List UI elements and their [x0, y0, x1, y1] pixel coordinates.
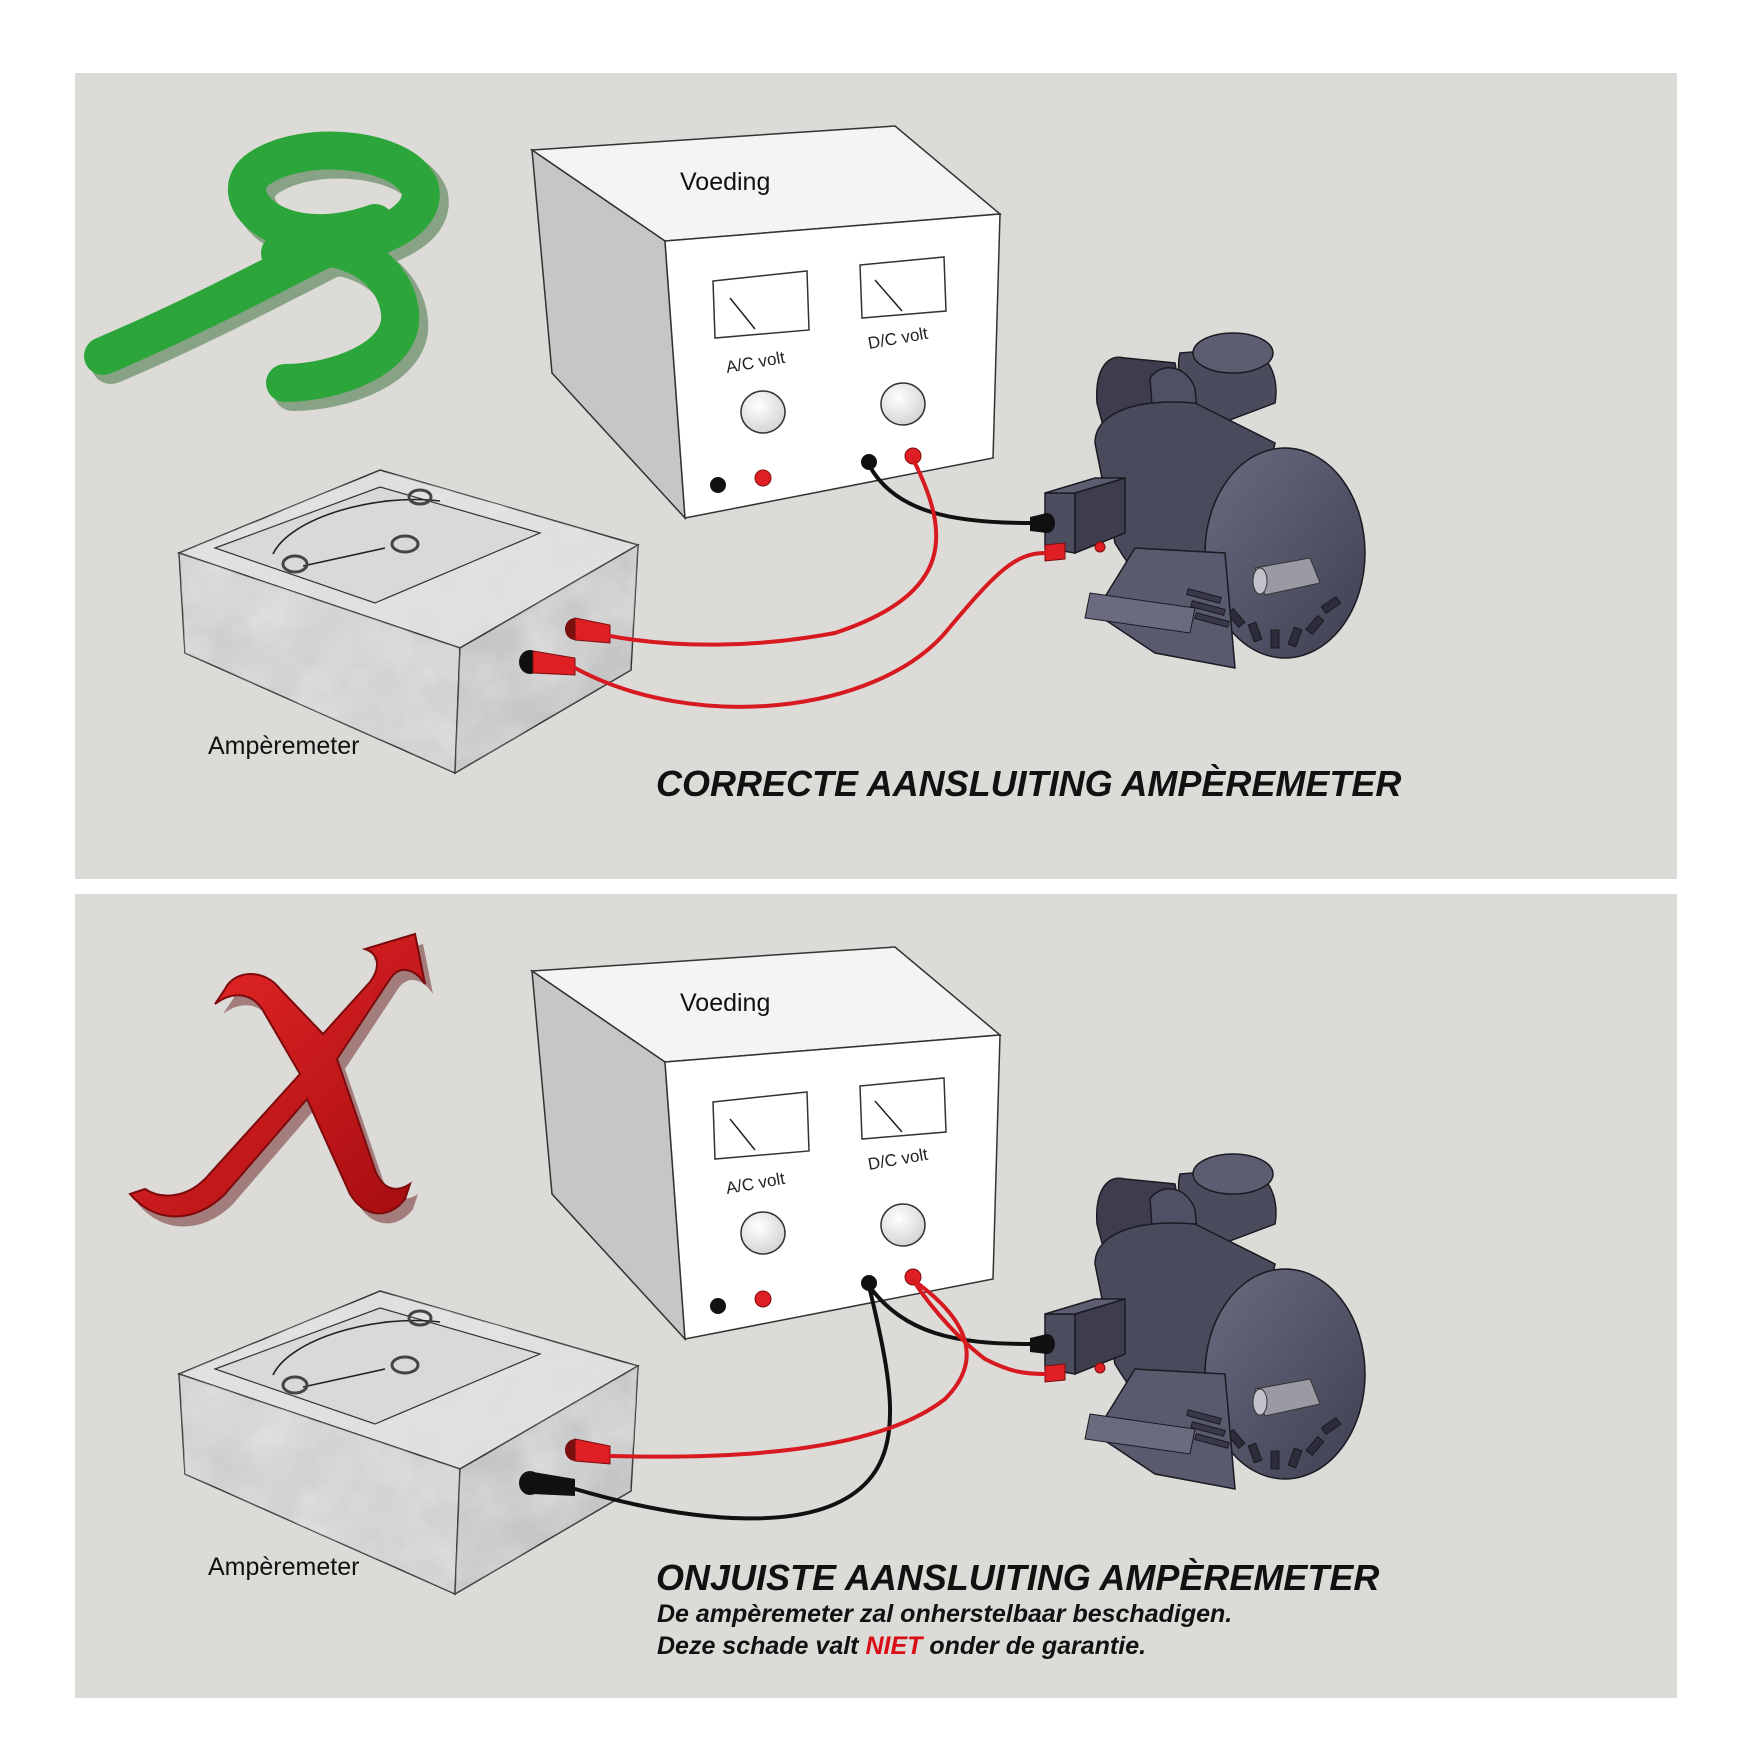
wire-red-supply-to-ammeter [608, 457, 939, 647]
cross-mark-icon [128, 932, 433, 1227]
wire-black-supply-to-motor [867, 1284, 1032, 1346]
meter-dc [859, 256, 947, 319]
wiring-incorrect [573, 1278, 1047, 1521]
warning-note-line2: Deze schade valt NIET onder de garantie. [657, 1632, 1146, 1661]
ammeter-black-terminal [519, 1471, 575, 1496]
ac-terminal-red [754, 469, 772, 487]
meter-dc [859, 1077, 947, 1140]
panel-title-correct: CORRECTE AANSLUITING AMPÈREMETER [656, 763, 1402, 804]
incorrect-connection-panel: A/C volt D/C volt [75, 894, 1677, 1698]
ammeter-red-terminal [565, 1438, 611, 1465]
power-supply: A/C volt D/C volt [529, 946, 1002, 1342]
dc-terminal-black [861, 1275, 877, 1291]
dc-knob [880, 382, 926, 426]
warning-note-line2-end: onder de garantie. [922, 1632, 1147, 1660]
ac-terminal-black [710, 477, 726, 493]
ac-knob [740, 1211, 786, 1255]
ammeter [176, 1290, 640, 1596]
ammeter-black-terminal [519, 650, 576, 676]
meter-ac [712, 270, 810, 339]
warning-emphasis: NIET [865, 1632, 923, 1660]
panel-title-incorrect: ONJUISTE AANSLUITING AMPÈREMETER [656, 1557, 1380, 1598]
dc-knob [880, 1203, 926, 1247]
wiring-correct [573, 457, 1047, 709]
power-supply-label: Voeding [680, 989, 771, 1017]
dc-terminal-black [861, 454, 877, 470]
power-supply-label: Voeding [680, 168, 771, 196]
wire-red-ammeter-to-motor [573, 551, 1047, 709]
meter-ac [712, 1091, 810, 1160]
ac-knob [740, 390, 786, 434]
dc-terminal-red [904, 447, 922, 465]
ac-terminal-red [754, 1290, 772, 1308]
ammeter-label: Ampèremeter [208, 1553, 360, 1581]
correct-connection-diagram: A/C volt D/C volt [84, 125, 1366, 775]
warning-note-line2-start: Deze schade valt [657, 1632, 866, 1660]
ac-terminal-black [710, 1298, 726, 1314]
motor [1030, 332, 1366, 669]
motor-terminal-red [1044, 542, 1066, 562]
ammeter-label: Ampèremeter [208, 732, 360, 760]
wire-red-supply-to-ammeter [608, 1278, 969, 1459]
check-mark-icon [84, 131, 449, 411]
power-supply: A/C volt D/C volt [529, 125, 1002, 521]
ammeter [176, 469, 640, 775]
motor [1030, 1153, 1366, 1490]
wire-red-supply-to-motor [911, 1278, 1047, 1376]
wire-black-supply-to-motor [867, 463, 1032, 525]
wire-black-supply-to-ammeter [573, 1284, 893, 1521]
motor-terminal-red [1044, 1363, 1066, 1383]
warning-note-line1: De ampèremeter zal onherstelbaar beschad… [657, 1600, 1233, 1628]
correct-connection-panel: A/C volt D/C volt [75, 73, 1677, 879]
incorrect-connection-diagram: A/C volt D/C volt [128, 932, 1366, 1596]
ammeter-red-terminal [565, 617, 611, 644]
